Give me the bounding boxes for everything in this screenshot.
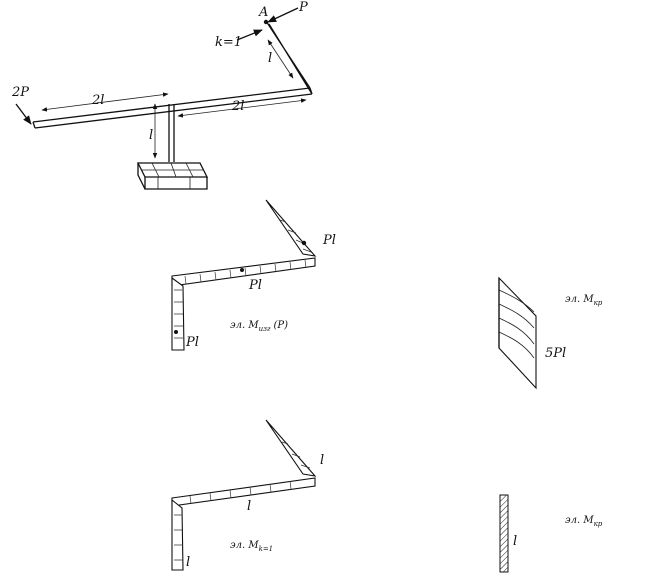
main-beam: [32, 87, 313, 129]
caption-mk1: эл. Mk=1: [230, 540, 273, 553]
label-l-mid-k1: l: [247, 499, 251, 514]
frame-scheme: A P k=1 l 2P 2l 2l l: [11, 0, 313, 190]
caption-mkr-P: эл. Mкр: [565, 294, 603, 307]
unit-moment-area-beam: [171, 477, 316, 507]
force-2P-arrow: [15, 103, 32, 125]
k1-arrow: [236, 29, 263, 41]
unit-moment-area-side: [265, 419, 317, 477]
label-2l-right: 2l: [231, 99, 244, 114]
label-Pl-mid: Pl: [248, 278, 262, 293]
label-5Pl: 5Pl: [545, 346, 566, 361]
column: [168, 104, 175, 162]
label-2l-left: 2l: [91, 93, 104, 108]
label-l-bottom-k1: l: [186, 555, 190, 570]
label-l-torque-unit: l: [513, 534, 517, 549]
label-Pl-top: Pl: [322, 233, 336, 248]
panel-bending-moment-P: Pl Pl Pl эл. Mизг(P): [171, 199, 336, 351]
moment-area-side: [265, 199, 317, 257]
caption-mkr-unit: эл. Mкр: [565, 515, 603, 528]
label-l-top-k1: l: [320, 453, 324, 468]
label-Pl-bottom: Pl: [185, 335, 199, 350]
panel-torque-unit: эл. Mкр l: [499, 494, 603, 573]
moment-area-beam: [171, 257, 316, 287]
caption-mizg: эл. Mизг(P): [230, 320, 288, 333]
dim-2l-left: [41, 92, 169, 112]
label-l-side: l: [268, 51, 272, 66]
label-l-vertical: l: [149, 128, 153, 143]
force-P-arrow: [267, 7, 299, 23]
dim-l-side: [267, 39, 294, 79]
unit-torque-area: [499, 494, 509, 573]
panel-torque-P: эл. Mкр 5Pl: [498, 276, 603, 390]
label-P: P: [298, 0, 308, 15]
footing: [136, 162, 209, 190]
torque-area: [498, 276, 537, 390]
panel-bending-moment-k1: l l l эл. Mk=1: [171, 419, 324, 571]
dim-2l-right: [177, 98, 307, 118]
unit-moment-area-column: [171, 498, 184, 571]
label-2P: 2P: [11, 85, 29, 100]
label-k1: k=1: [215, 35, 242, 50]
label-A: A: [258, 5, 268, 20]
side-beam: [265, 20, 313, 95]
